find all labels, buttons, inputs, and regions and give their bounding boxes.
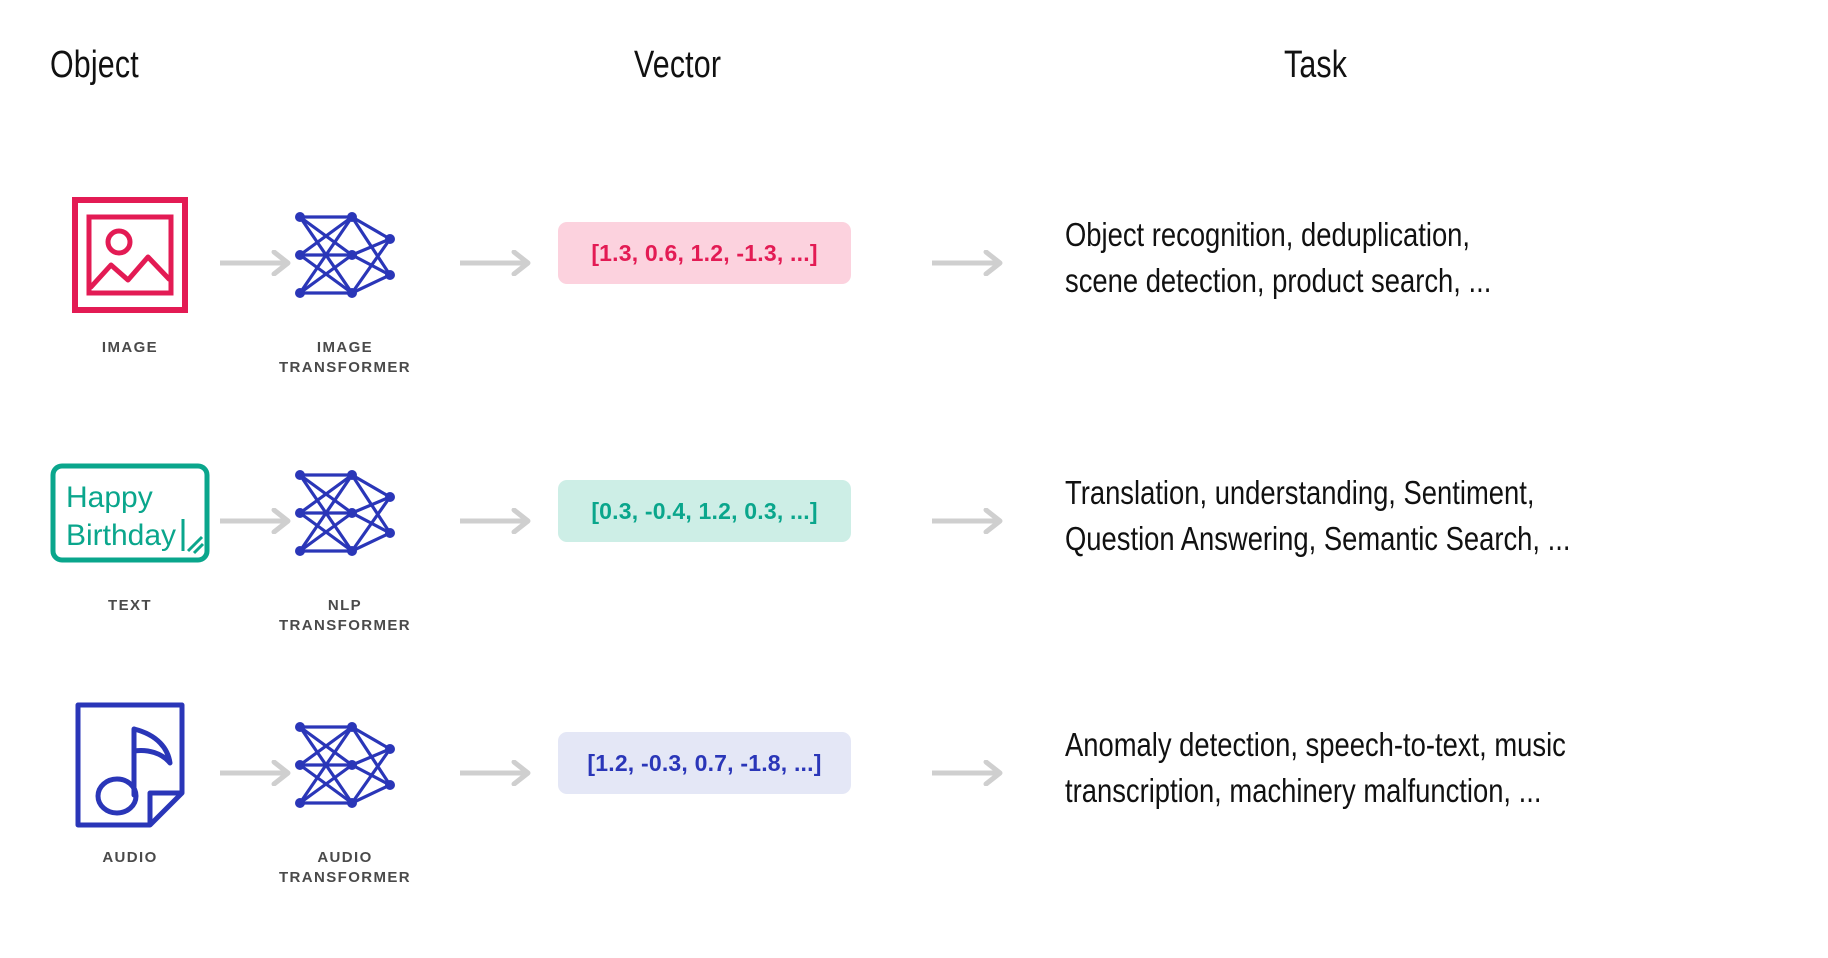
neural-network-icon <box>286 190 404 320</box>
neural-network-icon <box>286 448 404 578</box>
text-box-icon: Happy Birthday <box>50 448 210 578</box>
vector-pill-text: [0.3, -0.4, 1.2, 0.3, ...] <box>558 480 851 542</box>
transformer-cell-text: NLP TRANSFORMER <box>255 448 435 648</box>
column-header-object: Object <box>50 44 139 86</box>
transformer-cell-audio: AUDIO TRANSFORMER <box>255 700 435 900</box>
task-text-text: Translation, understanding, Sentiment, Q… <box>1065 474 1571 557</box>
object-label-audio: AUDIO <box>102 849 158 866</box>
vector-pill-audio: [1.2, -0.3, 0.7, -1.8, ...] <box>558 732 851 794</box>
object-label-image: IMAGE <box>101 339 159 356</box>
row-text: Happy Birthday TEXT <box>0 448 1828 688</box>
object-label-text: TEXT <box>108 597 152 614</box>
arrow-vector-to-task-text <box>930 507 1008 539</box>
arrow-object-to-transformer-image <box>218 249 296 281</box>
arrow-transformer-to-vector-audio <box>458 759 536 791</box>
svg-text:Happy: Happy <box>66 481 153 514</box>
arrow-transformer-to-vector-text <box>458 507 536 539</box>
object-cell-audio: AUDIO <box>40 700 220 900</box>
task-text-audio: Anomaly detection, speech-to-text, music… <box>1065 726 1566 809</box>
object-cell-image: IMAGE <box>40 190 220 390</box>
object-cell-text: Happy Birthday TEXT <box>40 448 220 648</box>
arrow-object-to-transformer-text <box>218 507 296 539</box>
neural-network-icon <box>286 700 404 830</box>
vector-pill-image: [1.3, 0.6, 1.2, -1.3, ...] <box>558 222 851 284</box>
transformer-label-audio: AUDIO TRANSFORMER <box>278 849 412 887</box>
column-header-task: Task <box>1284 44 1348 86</box>
transformer-cell-image: IMAGE TRANSFORMER <box>255 190 435 390</box>
arrow-object-to-transformer-audio <box>218 759 296 791</box>
column-header-vector: Vector <box>634 44 722 86</box>
row-audio: AUDIO <box>0 700 1828 940</box>
transformer-label-text: NLP TRANSFORMER <box>278 597 412 635</box>
arrow-vector-to-task-audio <box>930 759 1008 791</box>
column-headers: Object Vector Task <box>0 44 1828 104</box>
arrow-transformer-to-vector-image <box>458 249 536 281</box>
svg-text:Birthday: Birthday <box>66 519 176 552</box>
transformer-label-image: IMAGE TRANSFORMER <box>278 339 412 377</box>
task-text-image: Object recognition, deduplication, scene… <box>1065 216 1492 299</box>
arrow-vector-to-task-image <box>930 249 1008 281</box>
audio-file-icon <box>74 700 186 830</box>
row-image: IMAGE <box>0 190 1828 430</box>
image-placeholder-icon <box>72 190 188 320</box>
